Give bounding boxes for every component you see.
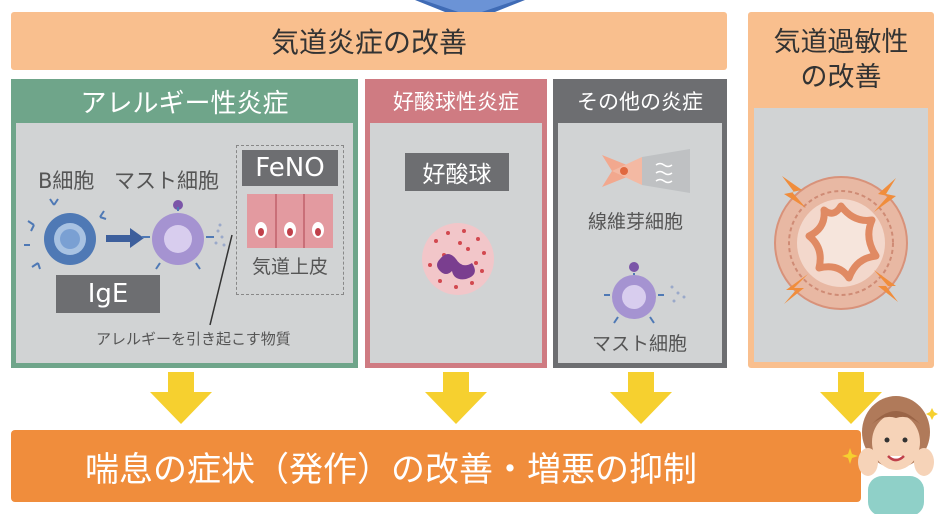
airway-inflammation-title: 気道炎症の改善	[270, 26, 467, 59]
ige-label-box: IgE	[56, 275, 160, 313]
eosinophilic-inflammation-header: 好酸球性炎症	[365, 79, 547, 123]
eosinophilic-inflammation-panel: 好酸球	[365, 123, 547, 368]
ige-label: IgE	[87, 279, 129, 309]
right-arrow-icon	[106, 228, 144, 248]
b-cell-icon	[24, 198, 107, 270]
feno-label-box: FeNO	[242, 150, 338, 186]
eosinophil-icon	[422, 223, 494, 295]
allergen-caption: アレルギーを引き起こす物質	[96, 330, 291, 348]
feno-box: FeNO 気道上皮	[236, 145, 344, 295]
hyperresponsiveness-line1: 気道過敏性	[773, 26, 909, 58]
hyperresponsiveness-line2: の改善	[800, 62, 882, 93]
other-inflammation-title: その他の炎症	[577, 90, 703, 114]
mast-cell-icon	[142, 200, 214, 270]
down-arrow-icon	[820, 372, 882, 424]
lightning-icon	[782, 176, 898, 304]
eosinophil-label: 好酸球	[422, 162, 492, 188]
allergic-inflammation-panel: B細胞 マスト細胞 IgE FeNO	[11, 123, 358, 368]
airway-panel	[754, 108, 928, 362]
happy-woman-icon	[842, 396, 938, 514]
pointer-line	[209, 234, 233, 326]
top-pointer-icon	[415, 0, 525, 22]
airway-icon	[774, 176, 908, 310]
cells-illustration	[24, 198, 226, 270]
airway-hyperresponsiveness-header: 気道過敏性 の改善	[748, 12, 934, 108]
airway-hyperresponsiveness-column: 気道過敏性 の改善	[748, 12, 934, 368]
down-arrow-icon	[150, 372, 212, 424]
epithelium-icon	[247, 194, 333, 248]
fibroblast-label: 線維芽細胞	[588, 211, 684, 233]
asthma-improvement-text: 喘息の症状（発作）の改善・増悪の抑制	[85, 449, 697, 490]
allergic-inflammation-title: アレルギー性炎症	[80, 88, 289, 119]
mast-cell-icon	[604, 262, 686, 324]
airway-inflammation-header: 気道炎症の改善	[11, 12, 727, 70]
mast-cell-label-other: マスト細胞	[592, 333, 688, 355]
b-cell-label: B細胞	[38, 169, 95, 193]
mast-cell-label: マスト細胞	[114, 169, 219, 193]
other-inflammation-header: その他の炎症	[553, 79, 727, 123]
eosinophilic-inflammation-title: 好酸球性炎症	[393, 90, 519, 114]
asthma-improvement-bar: 喘息の症状（発作）の改善・増悪の抑制	[11, 430, 861, 502]
feno-label: FeNO	[255, 153, 325, 183]
airway-epithelium-label: 気道上皮	[251, 256, 328, 278]
other-inflammation-panel: 線維芽細胞 マスト細胞	[553, 123, 727, 368]
allergic-inflammation-header: アレルギー性炎症	[11, 79, 358, 123]
fibroblast-icon	[602, 149, 690, 193]
down-arrow-icon	[425, 372, 487, 424]
down-arrow-icon	[610, 372, 672, 424]
eosinophil-label-box: 好酸球	[405, 153, 509, 191]
